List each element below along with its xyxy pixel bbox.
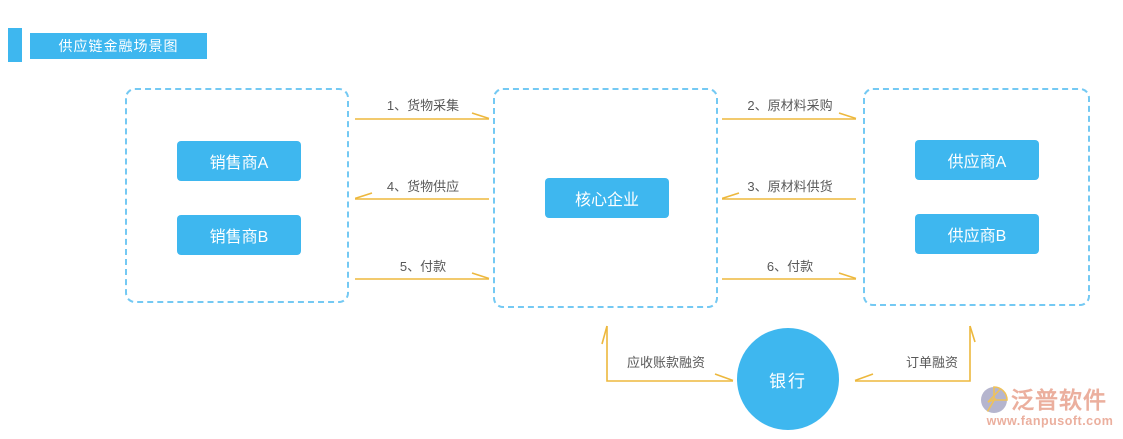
financing-label-order: 订单融资	[905, 355, 958, 370]
watermark-logo: 泛普软件 www.fanpusoft.com	[980, 386, 1122, 428]
flow-label-1: 1、货物采集	[386, 98, 460, 113]
flow-label-5: 5、付款	[399, 259, 447, 274]
flow-label-3: 3、原材料供货	[747, 179, 833, 194]
node-seller-a[interactable]: 销售商A	[177, 141, 301, 181]
core-enterprise-group-box	[493, 88, 718, 308]
fanpu-logo-icon	[981, 386, 1008, 413]
flow-arrow-1-right	[355, 112, 490, 120]
node-bank[interactable]: 银行	[737, 328, 839, 430]
financing-label-receivables: 应收账款融资	[626, 355, 705, 370]
flow-arrow-5-right	[355, 272, 490, 280]
logo-website-url[interactable]: www.fanpusoft.com	[986, 414, 1114, 428]
node-supplier-b[interactable]: 供应商B	[915, 214, 1039, 254]
node-core-enterprise[interactable]: 核心企业	[545, 178, 669, 218]
node-supplier-a[interactable]: 供应商A	[915, 140, 1039, 180]
flow-label-2: 2、原材料采购	[747, 98, 833, 113]
node-seller-b[interactable]: 销售商B	[177, 215, 301, 255]
logo-brand-name: 泛普软件	[1011, 387, 1107, 413]
flow-arrow-3-left	[722, 192, 856, 200]
financing-arrow-receivables	[601, 325, 734, 382]
suppliers-group-box	[863, 88, 1090, 306]
flow-arrow-2-right	[722, 112, 857, 120]
flow-arrow-6-right	[722, 272, 857, 280]
flow-label-4: 4、货物供应	[386, 179, 460, 194]
sellers-group-box	[125, 88, 349, 303]
financing-arrow-order	[854, 325, 976, 382]
page-title: 供应链金融场景图	[30, 33, 207, 59]
flow-arrow-4-left	[355, 192, 489, 200]
title-accent-bar	[8, 28, 22, 62]
flow-label-6: 6、付款	[766, 259, 814, 274]
